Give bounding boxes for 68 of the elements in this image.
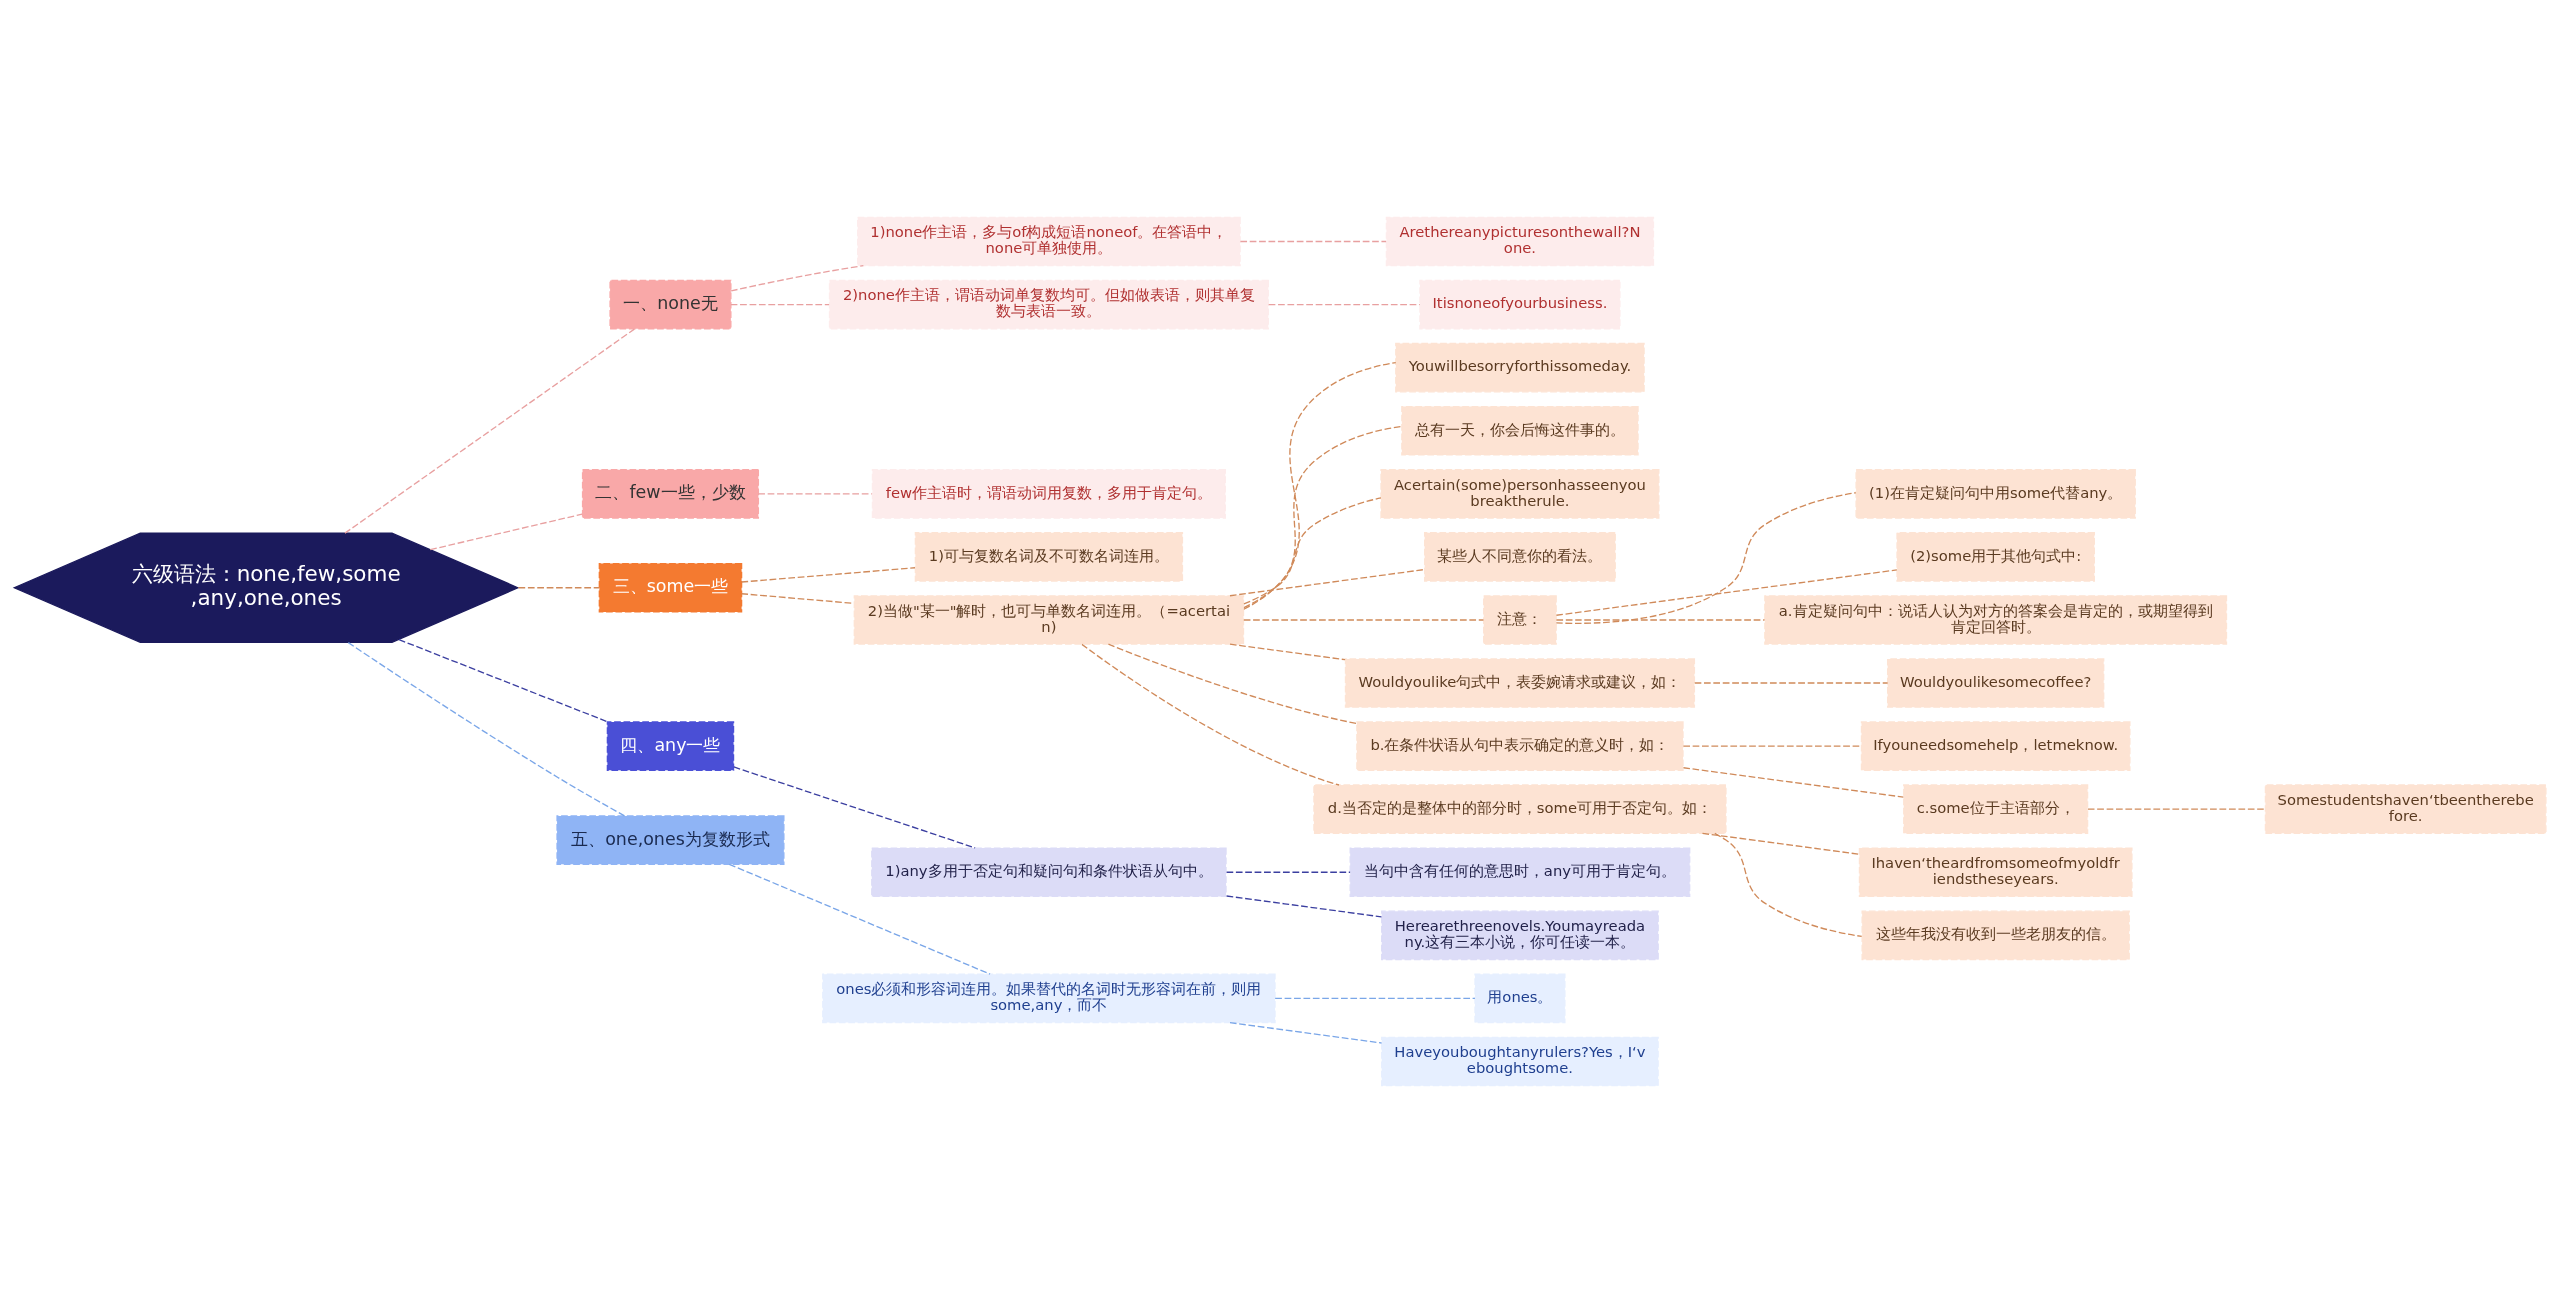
node-box: 四、any一些 [606, 720, 735, 771]
node-box: 当句中含有任何的意思时，any可用于肯定句。 [1349, 846, 1691, 897]
connector [733, 765, 976, 849]
connector [1268, 303, 1421, 305]
node-box: few作主语时，谓语动词用复数，多用于肯定句。 [871, 468, 1227, 519]
node-box: (1)在肯定疑问句中用some代替any。 [1855, 468, 2136, 519]
node-box: Haveyouboughtanyrulers?Yes，I‘veboughtsome. [1381, 1036, 1659, 1086]
connector [1682, 766, 1905, 798]
node-box: c.some位于主语部分， [1903, 783, 2089, 834]
node-box: 某些人不同意你的看法。 [1424, 531, 1616, 582]
node-box: 一、none无 [609, 279, 732, 329]
connector [1274, 997, 1476, 999]
connector [730, 264, 865, 292]
connector [1243, 361, 1397, 610]
connector [517, 586, 600, 588]
node-box: 2)当做"某一"解时，也可与单数名词连用。（=acertain) [853, 594, 1245, 645]
connector [740, 566, 916, 583]
node-box: Acertain(some)personhasseenyoubreaktherule. [1380, 468, 1660, 519]
node-box: 2)none作主语，谓语动词单复数均可。但如做表语，则其单复数与表语一致。 [828, 279, 1269, 329]
connector [1714, 832, 1863, 937]
node-box: ones必须和形容词连用。如果替代的名词时无形容词在前，则用some,any，而不 [822, 973, 1276, 1023]
node-box: 五、one,ones为复数形式 [556, 814, 785, 865]
node-box: Youwillbesorryforthissomeday. [1395, 342, 1645, 392]
connector [1229, 1021, 1383, 1044]
node-box: Ifyouneedsomehelp，letmeknow. [1860, 720, 2131, 771]
node-box: 1)可与复数名词及不可数名词连用。 [914, 531, 1184, 582]
connector [728, 863, 991, 975]
connector [1555, 568, 1898, 616]
node-box: 1)any多用于否定句和疑问句和条件状语从句中。 [871, 846, 1227, 897]
connector [1243, 425, 1403, 608]
connector [429, 513, 583, 550]
connector [1225, 871, 1351, 873]
node-box: 总有一天，你会后悔这件事的。 [1401, 405, 1639, 456]
connector [1243, 618, 1485, 621]
connector [1229, 643, 1346, 660]
node-box: Ihaven‘theardfromsomeofmyoldfriendstheseyears. [1858, 846, 2133, 897]
node-box: 这些年我没有收到一些老朋友的信。 [1861, 910, 2130, 960]
connector [1701, 832, 1861, 855]
node-box: d.当否定的是整体中的部分时，some可用于否定句。如： [1313, 783, 1727, 834]
node-box: 1)none作主语，多与of构成短语noneof。在答语中，none可单独使用。 [857, 216, 1241, 266]
node-box: Somestudentshaven‘tbeentherebefore. [2264, 783, 2547, 834]
connector [1229, 568, 1426, 596]
connector [1239, 240, 1387, 242]
node-box: Herearethreenovels.Youmayreadany.这有三本小说，你可任读一本。 [1381, 910, 1659, 960]
node-box: 注意： [1483, 594, 1557, 645]
node-box: a.肯定疑问句中：说话人认为对方的答案会是肯定的，或期望得到肯定回答时。 [1764, 594, 2228, 645]
node-box: b.在条件状语从句中表示确定的意义时，如： [1356, 720, 1684, 771]
connector [1555, 491, 1857, 624]
connector [1243, 496, 1382, 605]
connector [347, 641, 626, 816]
node-box: Arethereanypicturesonthewall?None. [1385, 216, 1655, 266]
connector [1107, 643, 1358, 724]
connector [398, 638, 609, 723]
connector [1555, 618, 1766, 621]
connector [757, 492, 873, 494]
node-box: 二、few一些，少数 [581, 468, 760, 519]
connector [730, 303, 830, 305]
connector [1081, 643, 1340, 786]
connector [1225, 894, 1383, 917]
connector [1694, 681, 1889, 684]
node-box: Itisnoneofyourbusiness. [1419, 279, 1621, 329]
node-box: 用ones。 [1474, 973, 1566, 1023]
node-box: 三、some一些 [598, 562, 743, 613]
connector [344, 327, 636, 534]
node-box: Wouldyoulike句式中，表委婉请求或建议，如： [1344, 657, 1696, 708]
connector [2087, 808, 2266, 810]
node-box: Wouldyoulikesomecoffee? [1886, 657, 2105, 708]
node-box: (2)some用于其他句式中: [1896, 531, 2095, 582]
